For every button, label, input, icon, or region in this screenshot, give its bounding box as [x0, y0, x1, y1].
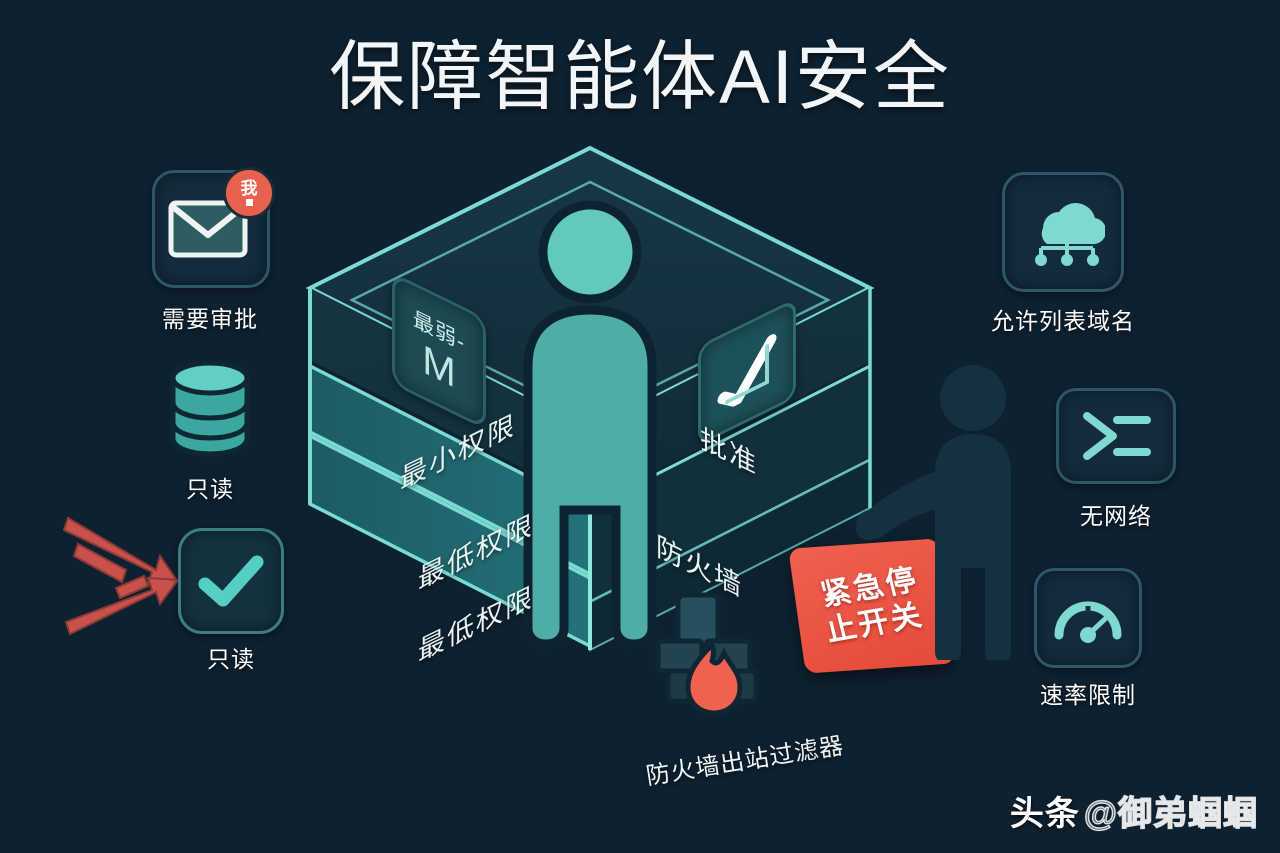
read-only-check-tile[interactable] [178, 528, 284, 634]
approval-required-label: 需要审批 [162, 306, 258, 332]
firewall-brick-flame-icon [655, 592, 759, 715]
approval-required-icon-tile[interactable]: 我 [152, 167, 275, 288]
cube-person-figure [523, 200, 657, 649]
database-cylinder-icon [170, 360, 250, 457]
watermark-user: @御弟蝈蝈 [1083, 794, 1258, 833]
rate-limit-tile[interactable] [1034, 568, 1142, 668]
approve-tile[interactable] [698, 298, 796, 446]
security-cube: 最弱- M 最小权限 批准 最低权限 最低权限 防火墙 [300, 130, 880, 690]
allowlist-domains-label: 允许列表域名 [991, 308, 1135, 334]
notification-badge-text: 我 [240, 179, 258, 198]
red-arrow-icon [62, 516, 180, 636]
read-only-database-icon-group[interactable] [155, 358, 265, 458]
watermark-brand: 头条 [1009, 795, 1080, 833]
cloud-network-icon [1035, 203, 1105, 266]
person-reaching-silhouette [855, 365, 1011, 660]
cube-geometry [305, 145, 875, 652]
envelope-icon [168, 200, 248, 258]
notification-badge: 我 [223, 167, 275, 219]
rate-limit-label: 速率限制 [1040, 682, 1136, 708]
approve-check-icon [717, 334, 777, 407]
gauge-meter-icon [1054, 601, 1122, 643]
terminal-prompt-icon [1083, 412, 1151, 460]
no-network-tile[interactable] [1056, 388, 1176, 484]
firewall-caption: 防火墙出站过滤器 [644, 732, 846, 791]
watermark: 头条 @御弟蝈蝈 [1010, 786, 1258, 835]
read-only-database-label: 只读 [186, 476, 234, 502]
no-network-label: 无网络 [1080, 503, 1152, 529]
page-title: 保障智能体AI安全 [329, 35, 951, 120]
badge-dots-icon [245, 199, 253, 206]
allowlist-domains-tile[interactable] [1002, 172, 1124, 292]
read-only-check-label: 只读 [207, 646, 255, 672]
checkmark-tile-icon [198, 555, 264, 607]
